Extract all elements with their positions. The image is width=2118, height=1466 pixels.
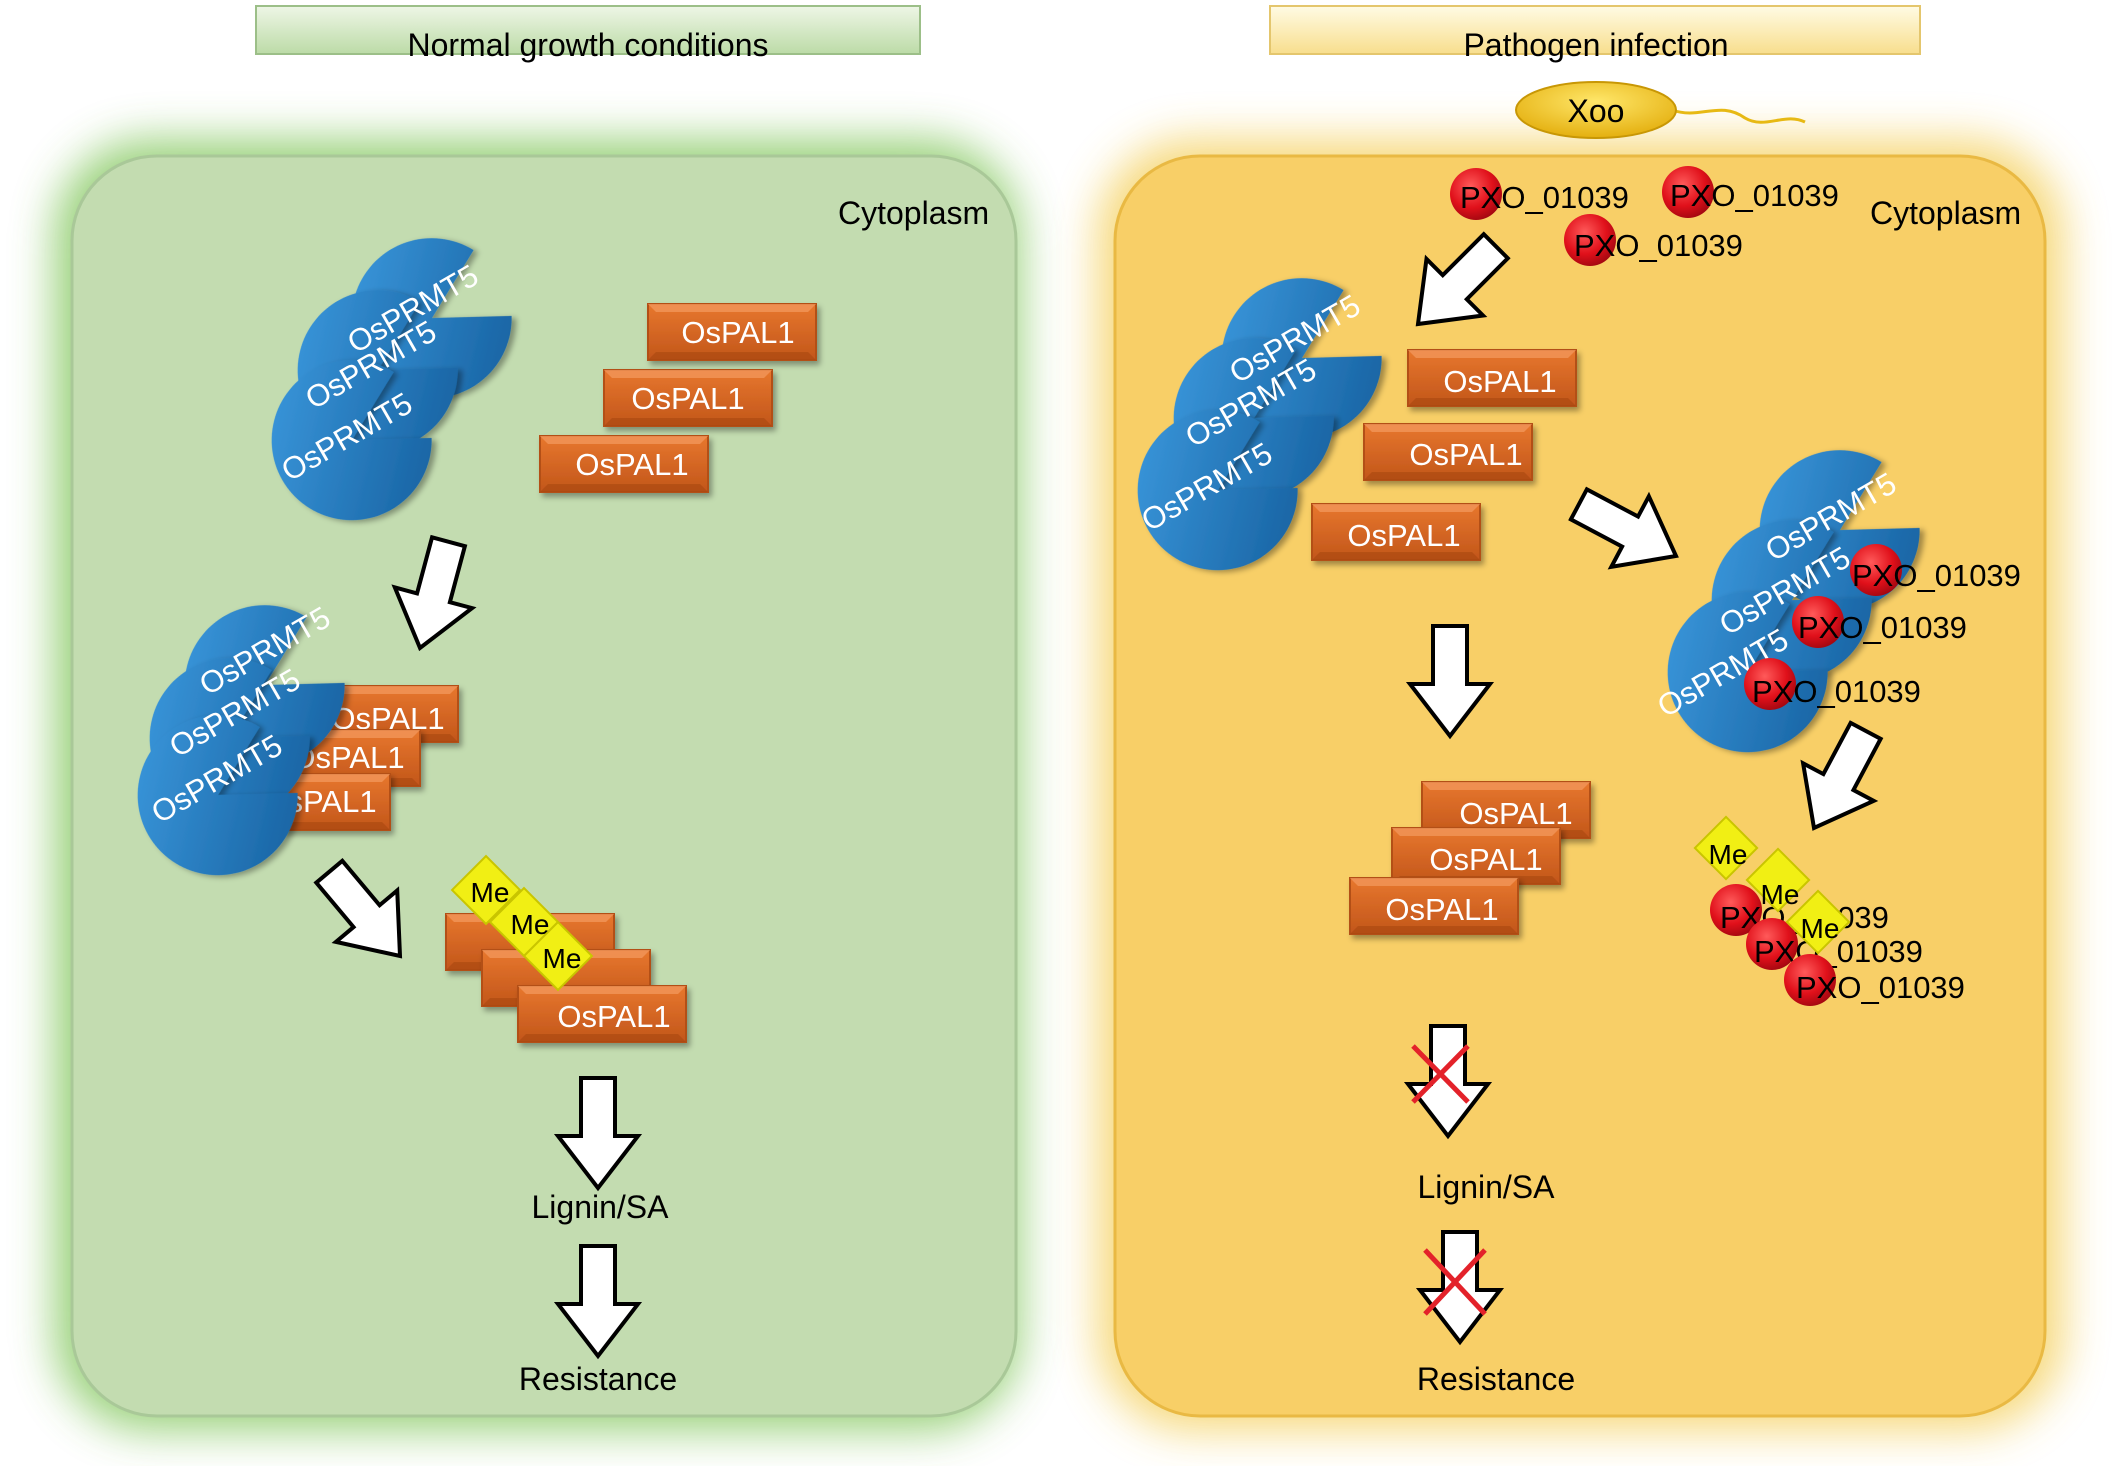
xoo-label: Xoo xyxy=(1568,93,1625,129)
infection-resistance-label: Resistance xyxy=(1417,1361,1575,1397)
effector-label: PXO_01039 xyxy=(1574,228,1743,263)
normal-pal1-stack: OsPAL1 OsPAL1 OsPAL1 xyxy=(540,304,816,492)
pal1-label: OsPAL1 xyxy=(1409,437,1522,472)
me-tag xyxy=(1745,847,1811,913)
normal-methylated-pal1: OsPAL1 Me Me Me xyxy=(446,854,686,1042)
pal1-label: OsPAL1 xyxy=(575,447,688,482)
me-tag xyxy=(522,920,594,992)
blocked-arrow-to-lignin xyxy=(1406,1024,1490,1138)
pal1-label: OsPAL1 xyxy=(1385,892,1498,927)
pal1-label: OsPAL1 xyxy=(1347,518,1460,553)
me-label: Me xyxy=(1761,879,1800,910)
infection-panel: Pathogen infection Xoo Cytoplasm PXO_010… xyxy=(1098,5,2063,1430)
prmt5-effector-complex: OsPRMT5 OsPRMT5 OsPRMT5 PXO_01039 PXO_01… xyxy=(1638,426,2021,782)
infection-banner: Pathogen infection xyxy=(1269,5,1921,63)
normal-lignin-label: Lignin/SA xyxy=(532,1189,670,1225)
infection-cytoplasm-label: Cytoplasm xyxy=(1870,195,2021,231)
effector-label: PXO_01039 xyxy=(1852,558,2021,593)
methylated-effectors: PXO_01039 PXO_01039 PXO_01039 Me Me Me xyxy=(1693,815,1965,1006)
me-label: Me xyxy=(1709,839,1748,870)
me-tag xyxy=(450,854,522,926)
effector-pool: PXO_01039 PXO_01039 PXO_01039 xyxy=(1450,166,1839,266)
effector-label: PXO_01039 xyxy=(1798,610,1967,645)
me-tag xyxy=(1693,815,1759,881)
infection-prmt5-trimer: OsPRMT5 OsPRMT5 OsPRMT5 xyxy=(1108,254,1402,600)
me-label: Me xyxy=(543,943,582,974)
normal-resistance-label: Resistance xyxy=(519,1361,677,1397)
effector-label: PXO_01039 xyxy=(1670,178,1839,213)
normal-cytoplasm-label: Cytoplasm xyxy=(838,195,989,231)
normal-prmt5-trimer: OsPRMT5 OsPRMT5 OsPRMT5 xyxy=(242,214,532,550)
pal1-label: OsPAL1 xyxy=(681,315,794,350)
me-tag xyxy=(1785,889,1851,955)
normal-banner: Normal growth conditions xyxy=(255,5,921,63)
infection-lignin-label: Lignin/SA xyxy=(1418,1169,1556,1205)
me-label: Me xyxy=(1801,913,1840,944)
pal1-label: OsPAL1 xyxy=(1429,842,1542,877)
me-label: Me xyxy=(511,909,550,940)
normal-banner-label: Normal growth conditions xyxy=(407,27,768,63)
xoo-pathogen: Xoo xyxy=(1515,81,1806,139)
infection-banner-label: Pathogen infection xyxy=(1463,27,1728,63)
effector-label: PXO_01039 xyxy=(1754,934,1923,969)
effector-label: PXO_01039 xyxy=(1752,674,1921,709)
infection-pal1-stack: OsPAL1 OsPAL1 OsPAL1 xyxy=(1312,350,1576,560)
normal-panel: Normal growth conditions Cytoplasm OsPRM… xyxy=(55,5,1020,1430)
blocked-arrow-to-resistance xyxy=(1418,1230,1502,1344)
effector-label: PXO_01039 xyxy=(1460,180,1629,215)
pal1-label: OsPAL1 xyxy=(1443,364,1556,399)
pal1-label: OsPAL1 xyxy=(1459,796,1572,831)
pal1-label: OsPAL1 xyxy=(631,381,744,416)
unmethylated-pal1-stack: OsPAL1 OsPAL1 OsPAL1 xyxy=(1350,782,1590,934)
normal-prmt5-pal1-complex: OsPAL1 OsPAL1 OsPAL1 OsPRMT5 OsPRMT5 OsP… xyxy=(108,581,458,905)
me-label: Me xyxy=(471,877,510,908)
pal1-label: OsPAL1 xyxy=(557,999,670,1034)
effector-label: PXO_01039 xyxy=(1796,970,1965,1005)
